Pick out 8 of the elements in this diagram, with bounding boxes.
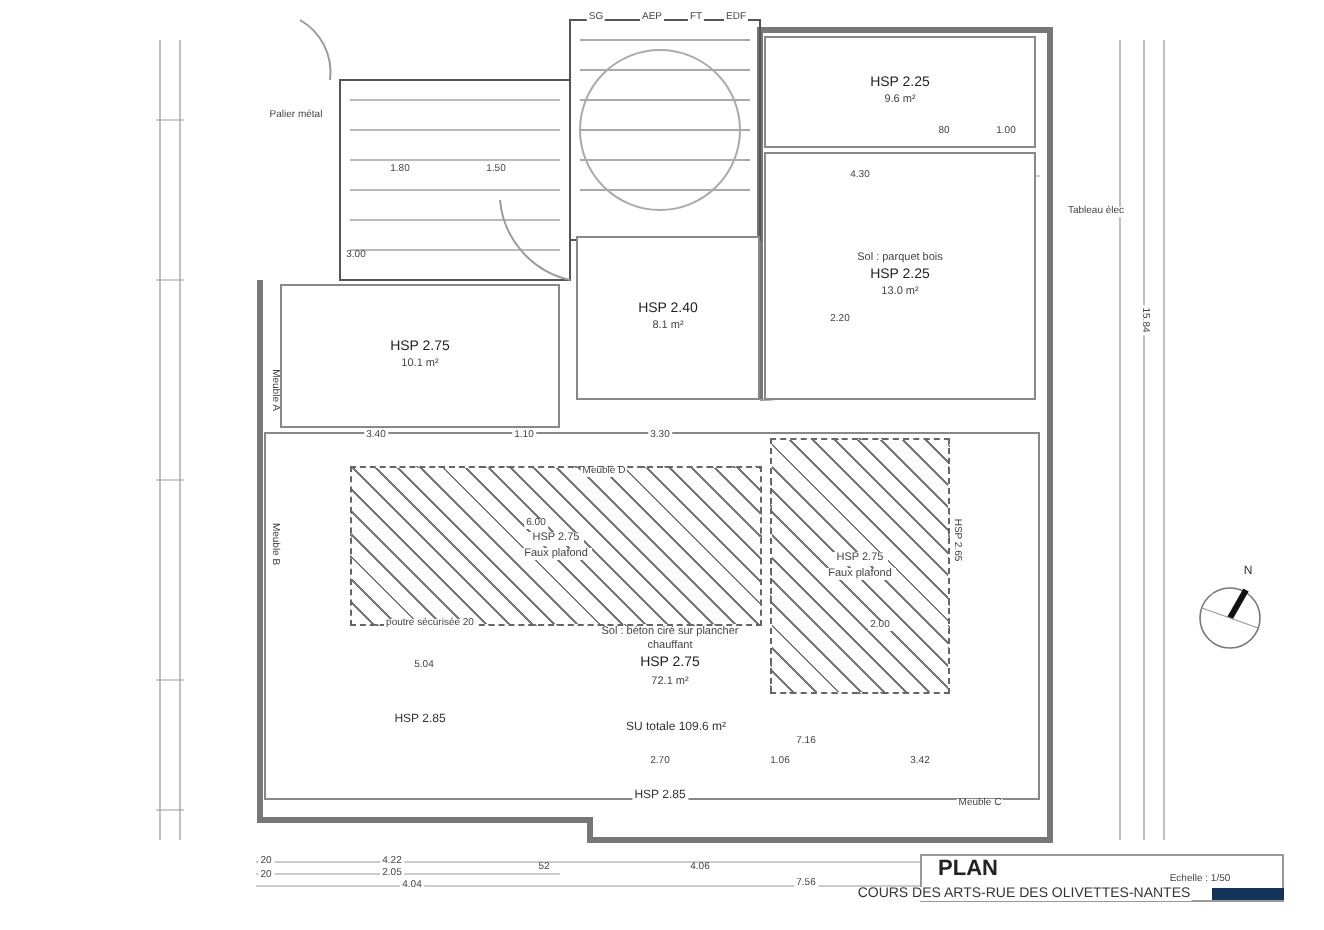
room-area bbox=[264, 432, 1040, 800]
room-area bbox=[576, 236, 760, 400]
room-area bbox=[764, 152, 1036, 400]
room-area bbox=[280, 284, 560, 428]
false-ceiling-area bbox=[770, 438, 950, 694]
false-ceiling-area bbox=[350, 466, 762, 626]
plan-title: PLAN bbox=[936, 859, 1000, 881]
room-area bbox=[764, 36, 1036, 148]
